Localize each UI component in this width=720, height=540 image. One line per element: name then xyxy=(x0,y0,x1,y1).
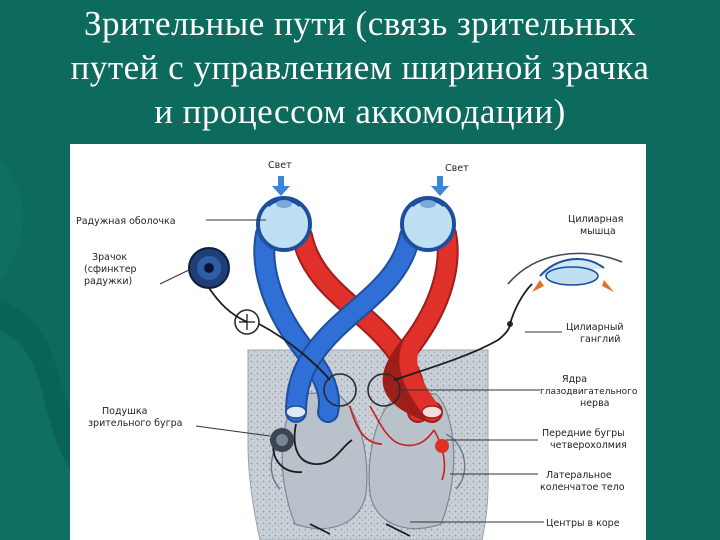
label-ciliary-ganglion-1: Цилиарный xyxy=(566,322,624,333)
ciliary-muscle-icon xyxy=(507,252,623,292)
eye-right xyxy=(400,196,456,252)
slide-title: Зрительные пути (связь зрительных путей … xyxy=(0,2,720,134)
label-pulvinar-1: Подушка xyxy=(102,406,147,417)
optic-pathways xyxy=(253,223,459,423)
iris-icon xyxy=(188,247,230,289)
light-arrow-right xyxy=(431,176,449,196)
label-ciliary-ganglion-2: ганглий xyxy=(580,334,620,345)
diagram-canvas: Свет Свет xyxy=(76,160,638,540)
title-line-1: Зрительные пути (связь зрительных xyxy=(83,4,636,43)
leader-lines xyxy=(159,219,562,523)
label-ciliary-muscle-2: мышца xyxy=(580,226,616,237)
title-line-3: и процессом аккомодации) xyxy=(154,92,566,131)
label-superior-colliculi-2: четверохолмия xyxy=(550,440,627,451)
visual-pathways-diagram: Свет Свет xyxy=(70,144,646,540)
label-ciliary-muscle-1: Цилиарная xyxy=(568,214,623,225)
light-arrow-left xyxy=(272,176,290,196)
label-superior-colliculi-1: Передние бугры xyxy=(542,428,625,439)
label-oculomotor-2: глазодвигательного xyxy=(540,387,638,397)
label-pupil-1: Зрачок xyxy=(92,252,127,263)
label-oculomotor-1: Ядра xyxy=(562,374,587,385)
label-pupil-3: радужки) xyxy=(84,276,132,287)
label-oculomotor-3: нерва xyxy=(580,398,610,409)
eye-left xyxy=(256,196,312,252)
red-thin-paths xyxy=(349,405,446,481)
title-line-2: путей с управлением шириной зрачка xyxy=(70,48,650,87)
label-iris: Радужная оболочка xyxy=(76,216,176,227)
label-lgn-1: Латеральное xyxy=(546,470,612,481)
pulvinar-left xyxy=(270,428,294,452)
label-cortex: Центры в коре xyxy=(546,518,620,529)
label-light-left: Свет xyxy=(268,160,292,171)
neural-paths xyxy=(208,283,533,537)
label-pupil-2: (сфинктер xyxy=(84,264,137,275)
lgn-right xyxy=(435,439,449,453)
label-light-right: Свет xyxy=(445,163,469,174)
label-lgn-2: коленчатое тело xyxy=(540,482,625,493)
label-pulvinar-2: зрительного бугра xyxy=(88,418,182,429)
